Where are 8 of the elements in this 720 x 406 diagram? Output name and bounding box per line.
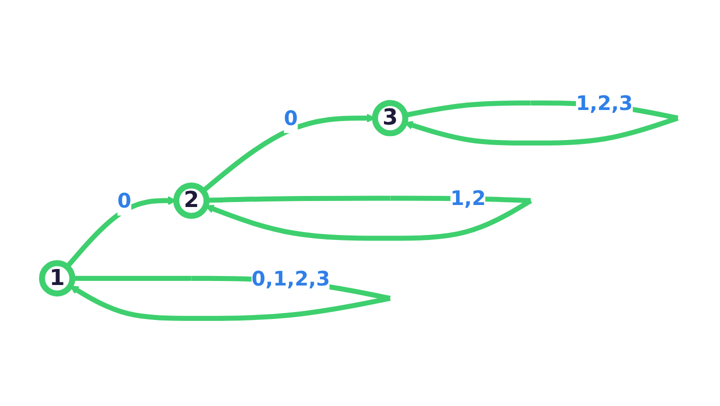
- node-circle: 3: [372, 100, 408, 136]
- edge-label: 0,1,2,3: [252, 266, 330, 290]
- edge-label: 1,2,3: [576, 90, 633, 115]
- edge-label: 0: [117, 188, 132, 212]
- edge-label: 1,2: [450, 186, 486, 210]
- node-circle: 2: [173, 182, 210, 219]
- edge-label: 0: [284, 106, 298, 130]
- node-circle: 1: [39, 260, 76, 296]
